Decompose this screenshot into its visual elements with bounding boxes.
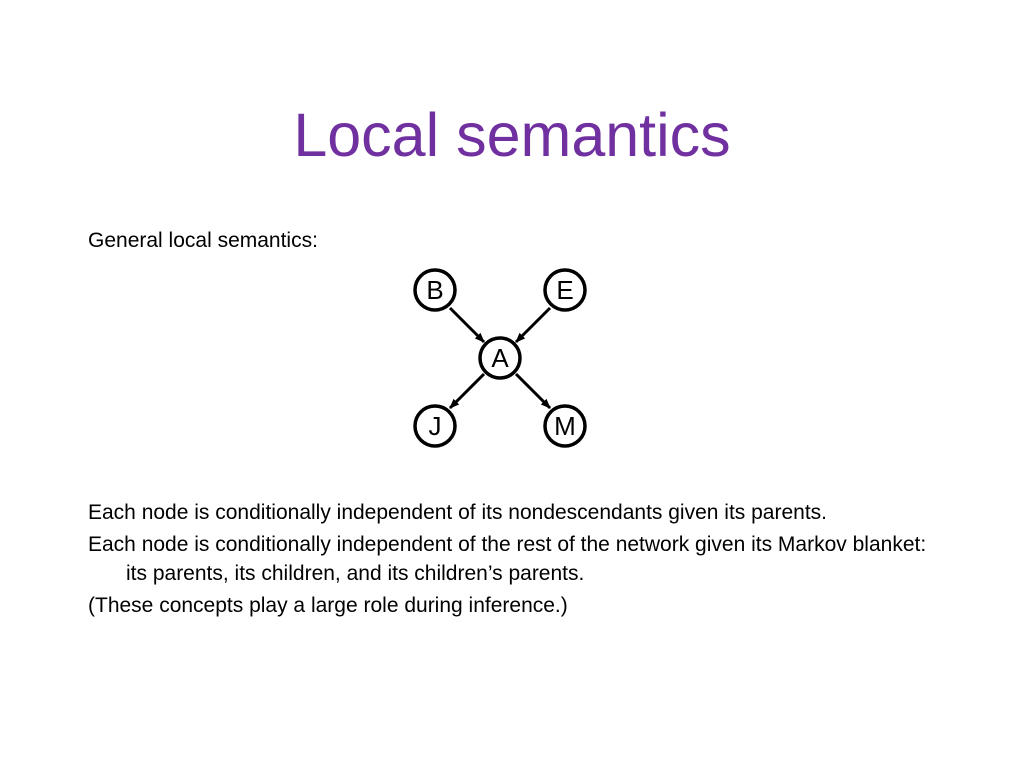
- node-e-label: E: [556, 275, 573, 305]
- node-a: A: [478, 336, 522, 380]
- node-e: E: [543, 268, 587, 312]
- node-m: M: [543, 404, 587, 448]
- node-j: J: [413, 404, 457, 448]
- node-b: B: [413, 268, 457, 312]
- paragraph-markov-blanket: Each node is conditionally independent o…: [88, 533, 927, 585]
- node-j-label: J: [429, 411, 442, 441]
- bayes-network-diagram: B E A J M: [413, 268, 587, 448]
- edge-a-to-j: [448, 372, 486, 410]
- edge-b-to-a: [448, 306, 486, 344]
- paragraph-nondescendants: Each node is conditionally independent o…: [88, 501, 827, 524]
- edge-a-to-m: [514, 372, 552, 410]
- intro-text: General local semantics:: [88, 229, 318, 252]
- node-a-label: A: [491, 343, 509, 373]
- slide-title: Local semantics: [293, 101, 731, 169]
- body-paragraphs: Each node is conditionally independent o…: [88, 498, 948, 623]
- node-b-label: B: [426, 275, 443, 305]
- paragraph-inference-note: (These concepts play a large role during…: [88, 594, 568, 617]
- edge-e-to-a: [514, 306, 552, 344]
- node-m-label: M: [554, 411, 576, 441]
